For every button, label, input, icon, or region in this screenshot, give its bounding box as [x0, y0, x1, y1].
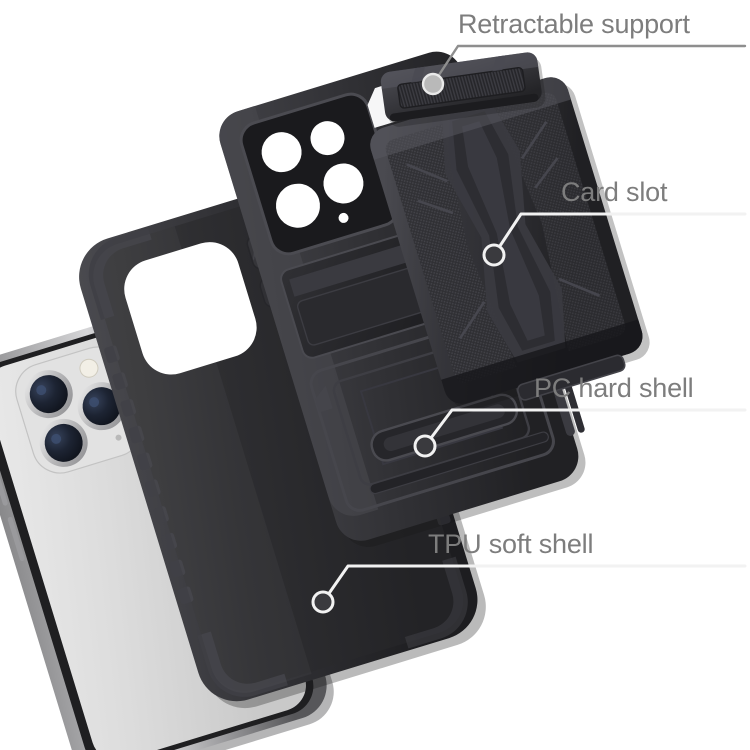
tpu-corner-bumper-top-left	[88, 228, 152, 320]
tpu-camera-cutout	[124, 242, 257, 375]
pc-camera-cutout	[239, 92, 400, 256]
card-cover-center-highlight	[462, 121, 545, 341]
card-cover-texture-left	[385, 124, 517, 383]
tpu-corner-bumper-bottom-left	[197, 631, 288, 697]
camera-lens-top-left	[24, 370, 73, 419]
phone-volume-down-button	[7, 516, 25, 562]
support-bottom-edge	[389, 93, 539, 122]
support-grip-texture	[397, 66, 526, 109]
callout-tpu-soft-shell: TPU soft shell	[311, 529, 747, 614]
card-cover-texture-right	[494, 92, 626, 352]
callout-leader-line	[321, 564, 747, 604]
support-notch-right	[492, 55, 507, 72]
camera-flash	[79, 358, 99, 378]
phone-volume-button	[0, 461, 8, 506]
tpu-grip-notches-left	[104, 345, 194, 605]
callout-leader-line	[492, 212, 747, 257]
card-cover-latch-tab	[517, 354, 626, 401]
card-cover-ribs	[406, 120, 601, 340]
camera-microphone	[115, 434, 122, 441]
callout-leader-line	[431, 44, 747, 86]
pc-lens-hole-2	[310, 121, 345, 156]
callout-leader-line	[423, 408, 747, 448]
pc-lens-hole-1	[261, 132, 302, 173]
callout-card-slot: Card slot	[482, 177, 747, 267]
pc-lens-hole-3	[275, 183, 320, 228]
camera-lens-bottom-left	[39, 418, 88, 467]
pc-lens-hole-4	[323, 163, 364, 204]
card-cover-bottom-bevel	[441, 319, 643, 404]
pc-flash-hole	[338, 212, 349, 223]
callout-endpoint-dot	[311, 590, 335, 614]
support-notch-left	[411, 66, 426, 83]
callout-endpoint-dot	[413, 434, 437, 458]
callout-label-tpu-soft-shell: TPU soft shell	[428, 529, 593, 559]
part-retractable-support	[380, 52, 546, 127]
callout-endpoint-dot	[482, 243, 506, 267]
callout-label-retractable-support: Retractable support	[458, 9, 691, 39]
tpu-corner-bumper-bottom-right	[404, 556, 468, 649]
callout-label-pc-hard-shell: PC hard shell	[534, 373, 693, 403]
callout-label-card-slot: Card slot	[561, 177, 668, 207]
callout-endpoint-dot	[421, 72, 445, 96]
callout-pc-hard-shell: PC hard shell	[413, 373, 747, 458]
part-card-slot-cover	[370, 77, 650, 411]
callout-retractable-support: Retractable support	[421, 9, 747, 96]
pc-bottom-vent	[369, 431, 549, 495]
